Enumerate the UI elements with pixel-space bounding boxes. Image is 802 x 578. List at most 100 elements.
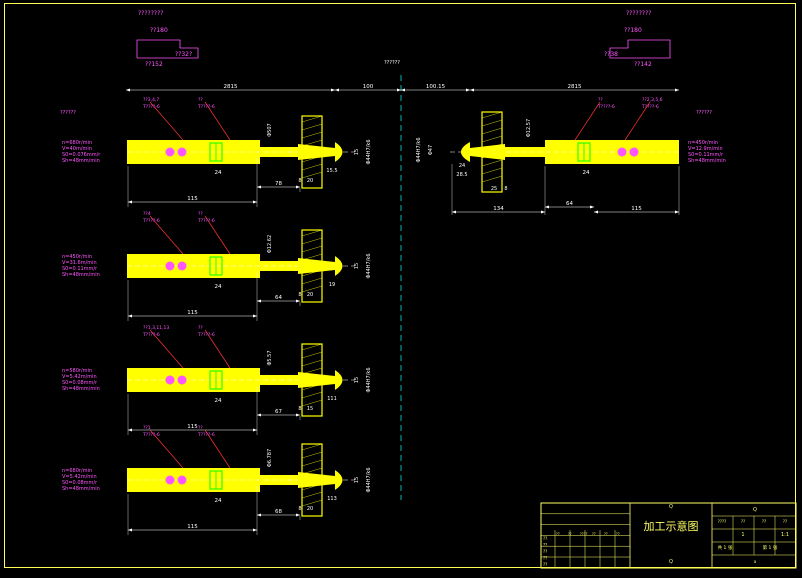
hatch-line	[301, 261, 323, 269]
hatch-line	[301, 277, 323, 285]
tool-label: ??3,4,7	[143, 97, 159, 103]
dim-100-15-arrow-left	[401, 88, 405, 92]
leader-line-holder	[204, 215, 231, 255]
dim-115-right-arrow-left	[594, 210, 598, 214]
right-tool-code: T????-6	[641, 104, 659, 110]
hatch-line	[301, 499, 323, 507]
cutting-param: S0=0.11mm/r	[62, 266, 98, 272]
dim-stroke-text: 67	[275, 409, 282, 415]
dim-115-right-arrow-right	[675, 210, 679, 214]
tool-cone	[298, 258, 335, 274]
center-title: ??????	[384, 60, 400, 66]
hatch-line	[301, 391, 323, 399]
leader-line-tool	[149, 215, 184, 255]
right-dim-25: 25	[491, 186, 497, 192]
hatch-line	[301, 171, 323, 179]
tb-right-value: 1:1	[781, 532, 789, 538]
dia-label: Φ12.62	[267, 235, 273, 253]
hatch-line	[301, 343, 323, 351]
hatch-line	[481, 135, 503, 143]
tb-top-mark: Q	[669, 504, 673, 510]
leader-line-tool	[149, 329, 184, 369]
right-tool-label: ??2,3,5,6	[642, 97, 663, 103]
dim-2815-left-arrow-right	[331, 88, 335, 92]
hatch-line	[481, 159, 503, 167]
tool-bit-1	[165, 375, 175, 385]
hatch-line	[301, 155, 323, 163]
dim-100-15-arrow-right	[466, 88, 470, 92]
holder-code: T????-6	[197, 218, 215, 224]
dim-stroke-arrow-left	[257, 185, 261, 189]
dim-small: 113	[327, 496, 337, 502]
dim-small: 19	[329, 282, 335, 288]
dia-label: Φ5.57	[267, 350, 273, 365]
left-box-bottom-label: ??152	[145, 61, 163, 68]
dim-64-text: 64	[566, 201, 573, 207]
tool-bit-2	[177, 475, 187, 485]
dim-small: 111	[327, 396, 337, 402]
leader-line-tool	[149, 429, 184, 469]
hatch-line	[481, 151, 503, 159]
workpiece-plate	[301, 229, 323, 303]
tool-bit-2	[177, 147, 187, 157]
hatch-line	[301, 467, 323, 475]
right-dim-47: Φ47	[428, 145, 434, 155]
dim-100-left-text: 100	[363, 84, 374, 90]
dim-8: 8	[298, 178, 301, 184]
tb-row-label: ??	[543, 536, 547, 541]
dim-115-text: 115	[187, 310, 198, 316]
tb-bottom-mark: Q	[669, 559, 673, 565]
dim-15: 15	[354, 377, 360, 383]
dim-115-arrow-right	[253, 200, 257, 204]
tb-small-mark: a	[754, 559, 757, 564]
right-box-left-label: ??38	[604, 51, 618, 58]
cutting-param: Sh=48mm/min	[62, 486, 100, 492]
dim-stroke-arrow-left	[257, 413, 261, 417]
spindle-shaft	[258, 475, 298, 485]
right-cutting-param: n=450r/min	[688, 140, 718, 146]
dim-stroke-text: 68	[275, 509, 282, 515]
tb-sign-head: ??	[604, 532, 608, 536]
tb-right-top-mark: Q	[753, 507, 757, 513]
dim-15: 15	[354, 263, 360, 269]
dim-24: 24	[215, 398, 222, 404]
dim-134-text: 134	[493, 206, 504, 212]
dim-64-arrow-right	[590, 205, 594, 209]
dim-115-arrow-right	[253, 314, 257, 318]
tool-tip	[335, 142, 343, 162]
right-dim-8: 8	[504, 186, 507, 192]
dim-115-arrow-left	[128, 314, 132, 318]
tool-label: ??1	[143, 425, 151, 431]
tb-sign-head: ??	[556, 532, 560, 536]
tb-right-head: ??	[783, 519, 787, 524]
hatch-line	[301, 115, 323, 123]
holder-label: ??	[198, 425, 203, 431]
left-spindle-note: ??????	[60, 110, 76, 116]
hatch-line	[481, 175, 503, 183]
hatch-line	[301, 375, 323, 383]
tb-sign-head: ????	[580, 532, 588, 536]
dim-100-left-arrow-left	[335, 88, 339, 92]
hatch-line	[301, 367, 323, 375]
tb-sign-head: ??	[616, 532, 620, 536]
cutting-param: n=680r/min	[62, 468, 92, 474]
dim-8: 8	[298, 292, 301, 298]
dim-115-arrow-left	[128, 200, 132, 204]
hatch-line	[301, 483, 323, 491]
dim-2815-right-arrow-right	[675, 88, 679, 92]
tool-tip	[335, 470, 343, 490]
right-tool-tip	[461, 142, 470, 162]
cutting-param: S0=0.08mm/r	[62, 480, 98, 486]
dim-115-text: 115	[187, 424, 198, 430]
fit-label: Φ44H7/k6	[366, 254, 372, 279]
tool-code: T????-6	[142, 104, 160, 110]
hatch-line	[301, 123, 323, 131]
tool-bit-1	[165, 475, 175, 485]
dia-label: Φ507	[267, 123, 273, 136]
cutting-param: S0=0.076mm/r	[62, 152, 101, 158]
dim-stroke-arrow-right	[296, 413, 300, 417]
right-holder-code: T????-6	[597, 104, 615, 110]
right-tool-bit-2	[629, 147, 639, 157]
right-flange-box	[609, 39, 671, 59]
leader-line-holder	[204, 101, 231, 141]
